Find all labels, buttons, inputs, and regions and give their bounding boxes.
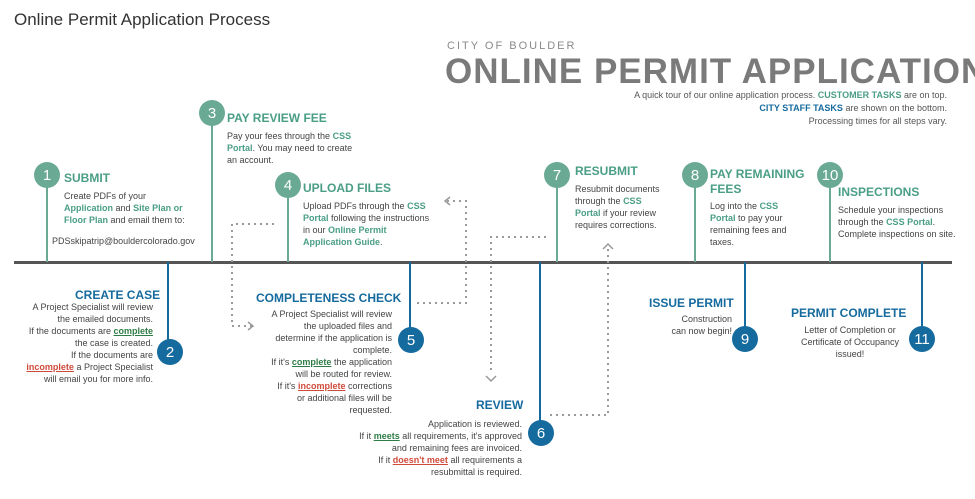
- staff-tasks-label: CITY STAFF TASKS: [759, 103, 843, 113]
- step-7-stem: [556, 182, 558, 262]
- step-2-number: 2: [157, 339, 183, 365]
- connector-6-to-7: [550, 245, 609, 416]
- step-1-email: PDSskipatrip@bouldercolorado.gov: [52, 236, 195, 246]
- customer-tasks-label: CUSTOMER TASKS: [817, 90, 902, 100]
- connector-5-to-4: [417, 200, 467, 304]
- step-3-number: 3: [199, 100, 225, 126]
- step-3-text: Pay your fees through the CSS Portal. Yo…: [227, 131, 353, 165]
- step-3-stem: [211, 118, 213, 262]
- step-1-number: 1: [34, 162, 60, 188]
- arrowhead-right: [247, 321, 255, 331]
- subtitle-text: A quick tour of our online application p…: [634, 90, 816, 100]
- step-8-stem: [694, 182, 696, 262]
- step-5-stem: [409, 262, 411, 330]
- arrowhead-up: [602, 242, 614, 250]
- step-8-text: Log into the CSS Portal to pay your rema…: [710, 201, 787, 247]
- step-3-title: PAY REVIEW FEE: [227, 111, 327, 125]
- arrowhead-left: [443, 196, 451, 206]
- step-8-title-line-1: PAY REMAINING: [710, 167, 805, 181]
- step-5-number: 5: [398, 327, 424, 353]
- step-4-stem: [287, 194, 289, 262]
- step-4-number: 4: [275, 172, 301, 198]
- step-2-text: A Project Specialist will review the ema…: [26, 302, 153, 384]
- connector-4-to-5: [231, 223, 274, 327]
- step-4-text: Upload PDFs through the CSS Portal follo…: [303, 201, 430, 247]
- step-9-stem: [744, 262, 746, 330]
- step-11-title: PERMIT COMPLETE: [791, 306, 907, 320]
- step-10-number: 10: [817, 162, 843, 188]
- step-8-title-line-2: FEES: [710, 182, 742, 196]
- step-7-title: RESUBMIT: [575, 164, 638, 178]
- step-6-title: REVIEW: [476, 398, 524, 412]
- connector-7-to-6: [490, 236, 546, 373]
- step-5-text: A Project Specialist will review the upl…: [271, 309, 392, 415]
- step-11-number: 11: [909, 326, 935, 352]
- step-7-number: 7: [544, 162, 570, 188]
- step-10-text: Schedule your inspections through the CS…: [838, 205, 956, 239]
- page-title: Online Permit Application Process: [14, 10, 271, 29]
- step-4-title: UPLOAD FILES: [303, 181, 392, 195]
- subtitle-line-3: Processing times for all steps vary.: [808, 116, 947, 126]
- timeline-axis: [14, 261, 952, 264]
- subtitle-text: are on top.: [903, 90, 947, 100]
- step-9-title: ISSUE PERMIT: [649, 296, 734, 310]
- subtitle-line-1: A quick tour of our online application p…: [634, 90, 947, 100]
- step-1-text: Create PDFs of your Application and Site…: [64, 191, 185, 225]
- step-11-stem: [921, 262, 923, 330]
- step-8-number: 8: [682, 162, 708, 188]
- step-6-text: Application is reviewed. If it meets all…: [359, 419, 522, 477]
- step-2-title: CREATE CASE: [75, 288, 161, 302]
- step-5-title: COMPLETENESS CHECK: [256, 291, 402, 305]
- step-6-number: 6: [528, 420, 554, 446]
- step-6-stem: [539, 262, 541, 422]
- headline: ONLINE PERMIT APPLICATIONS: [445, 52, 975, 91]
- step-9-text: Construction can now begin!: [671, 314, 732, 336]
- arrowhead-down: [485, 375, 497, 383]
- step-9-number: 9: [732, 326, 758, 352]
- step-10-title: INSPECTIONS: [838, 185, 920, 199]
- step-10-stem: [829, 182, 831, 262]
- org-name: CITY OF BOULDER: [447, 40, 577, 52]
- step-1-title: SUBMIT: [64, 171, 110, 185]
- step-7-text: Resubmit documents through the CSS Porta…: [575, 184, 660, 230]
- step-2-stem: [167, 262, 169, 342]
- subtitle-text: are shown on the bottom.: [845, 103, 947, 113]
- subtitle-line-2: CITY STAFF TASKS are shown on the bottom…: [759, 103, 947, 113]
- step-11-text: Letter of Completion or Certificate of O…: [800, 325, 900, 359]
- step-1-stem: [46, 176, 48, 262]
